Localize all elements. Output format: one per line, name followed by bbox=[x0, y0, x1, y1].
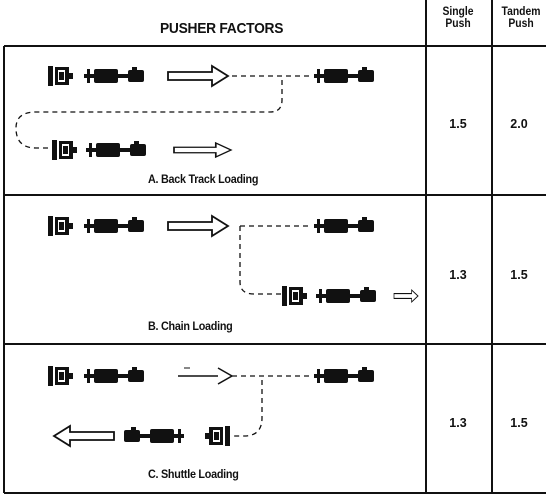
row-a-tandem-value: 2.0 bbox=[510, 117, 528, 131]
row-a-single-value: 1.5 bbox=[449, 117, 467, 131]
scraper-icon bbox=[314, 67, 374, 83]
table-title: PUSHER FACTORS bbox=[160, 20, 284, 37]
scraper-icon bbox=[84, 217, 144, 233]
direction-arrow-icon bbox=[173, 142, 232, 158]
tandem-push-header-line1: Tandem bbox=[501, 6, 541, 18]
tandem-push-header: Tandem Push bbox=[499, 6, 542, 30]
row-c-diagram bbox=[48, 366, 374, 447]
pusher-dozer-icon bbox=[48, 216, 73, 236]
direction-arrow-icon bbox=[53, 425, 115, 447]
direction-arrow-icon bbox=[167, 65, 229, 87]
pusher-dozer-icon bbox=[48, 66, 73, 86]
pusher-dozer-icon bbox=[52, 140, 77, 160]
scraper-icon bbox=[124, 427, 184, 443]
row-c-tandem-value: 1.5 bbox=[510, 416, 528, 430]
single-push-header-line1: Single bbox=[442, 6, 474, 18]
row-c-caption: C. Shuttle Loading bbox=[148, 467, 239, 481]
direction-arrow-icon bbox=[167, 215, 229, 237]
tandem-push-header-line2: Push bbox=[508, 18, 534, 30]
pusher-dozer-icon bbox=[205, 426, 230, 446]
row-b-caption: B. Chain Loading bbox=[148, 319, 233, 333]
pusher-dozer-icon bbox=[48, 366, 73, 386]
single-push-header-line2: Push bbox=[445, 18, 471, 30]
row-a-diagram bbox=[15, 65, 374, 160]
table-frame bbox=[3, 0, 546, 494]
scraper-icon bbox=[314, 367, 374, 383]
scraper-icon bbox=[84, 67, 144, 83]
row-c-single-value: 1.3 bbox=[449, 416, 467, 430]
scraper-icon bbox=[316, 287, 376, 303]
scraper-icon bbox=[86, 141, 146, 157]
scraper-icon bbox=[84, 367, 144, 383]
scraper-icon bbox=[314, 217, 374, 233]
pusher-dozer-icon bbox=[282, 286, 307, 306]
direction-arrow-icon bbox=[393, 289, 419, 303]
row-a-caption: A. Back Track Loading bbox=[148, 172, 259, 186]
row-b-single-value: 1.3 bbox=[449, 268, 467, 282]
single-push-header: Single Push bbox=[438, 6, 478, 30]
row-b-tandem-value: 1.5 bbox=[510, 268, 528, 282]
row-b-diagram bbox=[48, 215, 419, 306]
